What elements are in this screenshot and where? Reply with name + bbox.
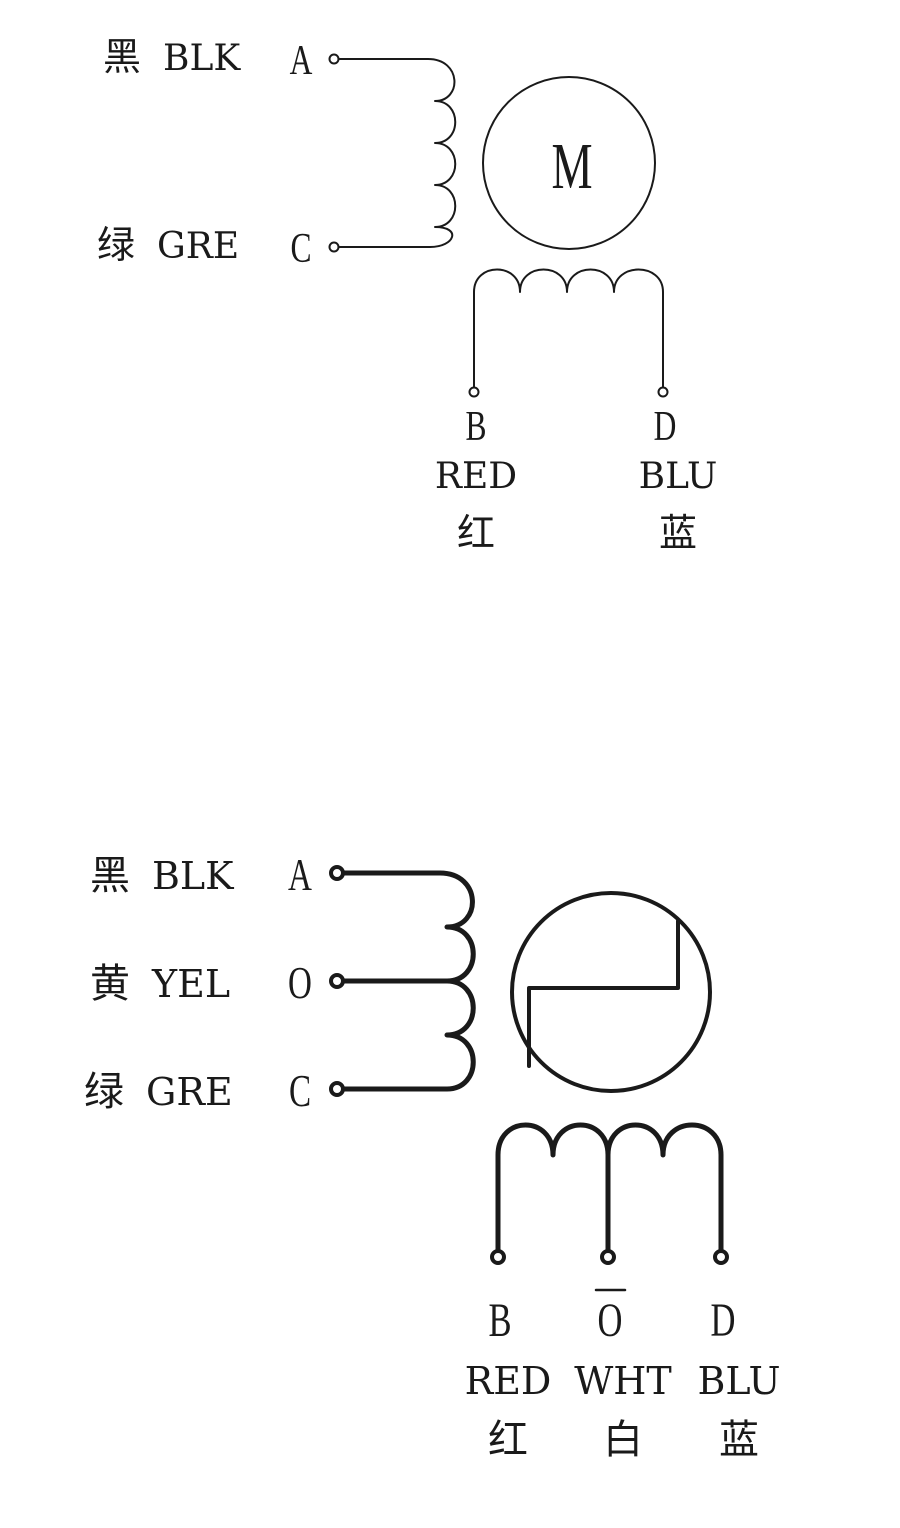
terminal-o-bar-bottom [600, 1249, 616, 1265]
label-bottom-o-code: YEL [151, 962, 230, 1006]
label-top-a-code: BLK [163, 38, 241, 79]
label-bottom-c-pin: C [289, 1065, 311, 1117]
motor-circle-bottom [510, 891, 712, 1093]
diagram-top: M 黑 BLK A 绿 GRE C B RED 红 D BLU 蓝 [97, 35, 717, 555]
coil-b-d [473, 268, 664, 389]
label-top-b-code: RED [435, 456, 517, 497]
motor-symbol: M [551, 130, 592, 203]
terminal-o-bottom [329, 973, 345, 989]
label-top-d-cn: 蓝 [659, 511, 697, 555]
terminal-a-bottom [329, 865, 345, 881]
label-bottom-o-cn: 黄 [90, 961, 130, 1007]
terminal-d [657, 386, 669, 398]
label-top-c-code: GRE [157, 226, 239, 267]
label-top-d-code: BLU [639, 456, 718, 497]
label-top-a-cn: 黑 [103, 35, 141, 79]
label-bottom-a-pin: A [288, 849, 312, 901]
diagram-bottom: 黑 BLK A 黄 YEL O 绿 GRE C B RED 红 O WHT 白 … [84, 849, 781, 1463]
label-top-a-pin: A [290, 38, 313, 84]
label-bottom-o-bar-code: WHT [574, 1359, 672, 1403]
terminal-d-bottom [713, 1249, 729, 1265]
label-bottom-b-cn: 红 [488, 1417, 528, 1463]
label-bottom-d-code: BLU [697, 1359, 780, 1403]
label-bottom-b-pin: B [488, 1295, 511, 1348]
label-bottom-a-code: BLK [152, 854, 234, 898]
label-top-b-cn: 红 [457, 511, 495, 555]
label-bottom-b-code: RED [465, 1359, 552, 1403]
terminal-a [328, 53, 340, 65]
label-top-c-cn: 绿 [97, 223, 135, 267]
label-top-d-pin: D [654, 404, 677, 450]
label-bottom-d-cn: 蓝 [719, 1417, 759, 1463]
label-bottom-o-pin: O [288, 957, 312, 1009]
terminal-b [468, 386, 480, 398]
label-bottom-c-cn: 绿 [84, 1069, 124, 1115]
motor-circle [482, 76, 656, 250]
label-bottom-o-bar-pin: O [598, 1295, 623, 1348]
label-bottom-d-pin: D [711, 1295, 736, 1348]
terminal-b-bottom [490, 1249, 506, 1265]
motor-step-symbol [527, 919, 680, 1068]
terminal-c-bottom [329, 1081, 345, 1097]
terminal-c [328, 241, 340, 253]
label-bottom-c-code: GRE [146, 1070, 233, 1114]
label-bottom-a-cn: 黑 [90, 853, 130, 899]
label-top-b-pin: B [465, 404, 486, 450]
label-top-c-pin: C [290, 226, 311, 272]
label-bottom-o-bar-cn: 白 [603, 1417, 643, 1463]
coil-a-c [337, 58, 457, 248]
